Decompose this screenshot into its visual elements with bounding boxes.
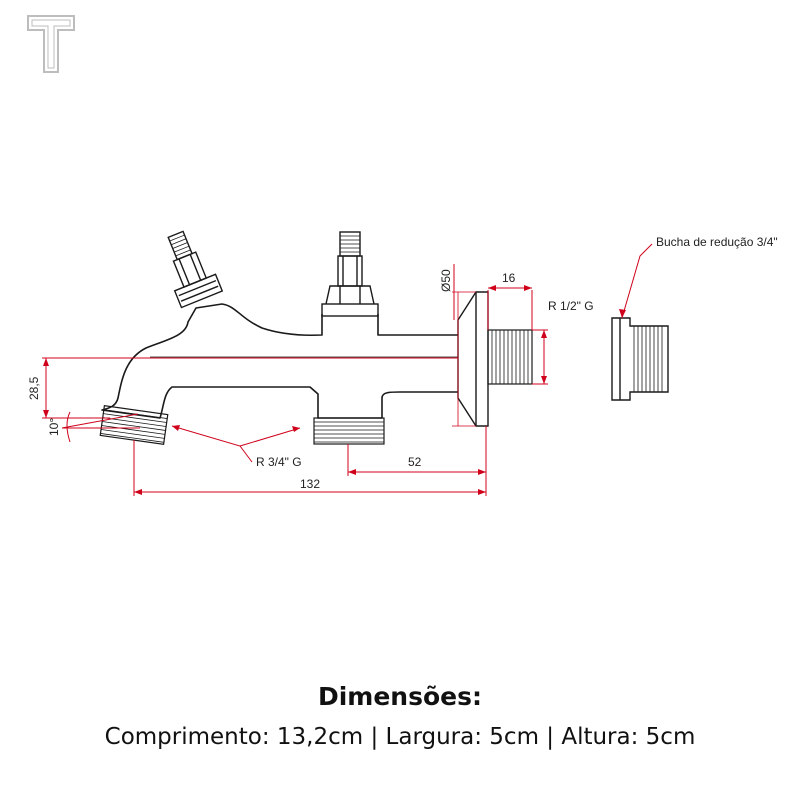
reduction-bushing [611, 317, 669, 401]
dimension-lines [42, 243, 653, 496]
label-bushing: Bucha de redução 3/4" [656, 235, 778, 249]
left-valve-spindle [167, 230, 224, 309]
label-total-length: 132 [300, 477, 320, 491]
right-valve-spindle [321, 231, 379, 317]
label-angle: 10° [47, 418, 61, 436]
dimensions-specs: Comprimento: 13,2cm | Largura: 5cm | Alt… [104, 724, 696, 750]
brand-logo [27, 15, 75, 73]
label-thread-length: 16 [502, 271, 516, 285]
dimension-arrows [43, 285, 626, 495]
faucet-body [101, 303, 458, 419]
label-diameter: Ø50 [439, 269, 453, 292]
label-thread-inlet: R 1/2" G [548, 299, 594, 313]
label-thread-outlet: R 3/4" G [256, 455, 302, 469]
dimensions-title: Dimensões: [317, 682, 482, 711]
wall-flange [457, 291, 489, 427]
right-outlet-thread [313, 417, 385, 445]
inlet-thread [487, 329, 533, 385]
label-height: 28,5 [27, 376, 41, 400]
label-spacing: 52 [408, 455, 422, 469]
